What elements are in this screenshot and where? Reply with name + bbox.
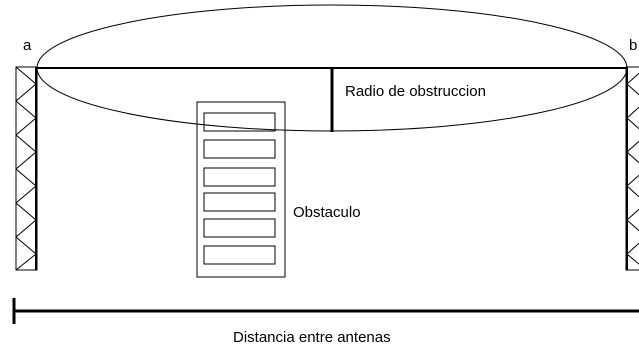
endpoint-a-label: a <box>23 37 32 54</box>
endpoint-b-label: b <box>629 37 637 54</box>
antenna-distance-label: Distancia entre antenas <box>233 329 391 346</box>
obstacle-label: Obstaculo <box>293 204 361 221</box>
distance-bar <box>12 298 639 324</box>
right-antenna-tower <box>625 66 639 271</box>
obstruction-radius-label: Radio de obstruccion <box>345 83 486 100</box>
left-antenna-tower <box>15 66 38 271</box>
obstacle-building <box>196 101 286 278</box>
